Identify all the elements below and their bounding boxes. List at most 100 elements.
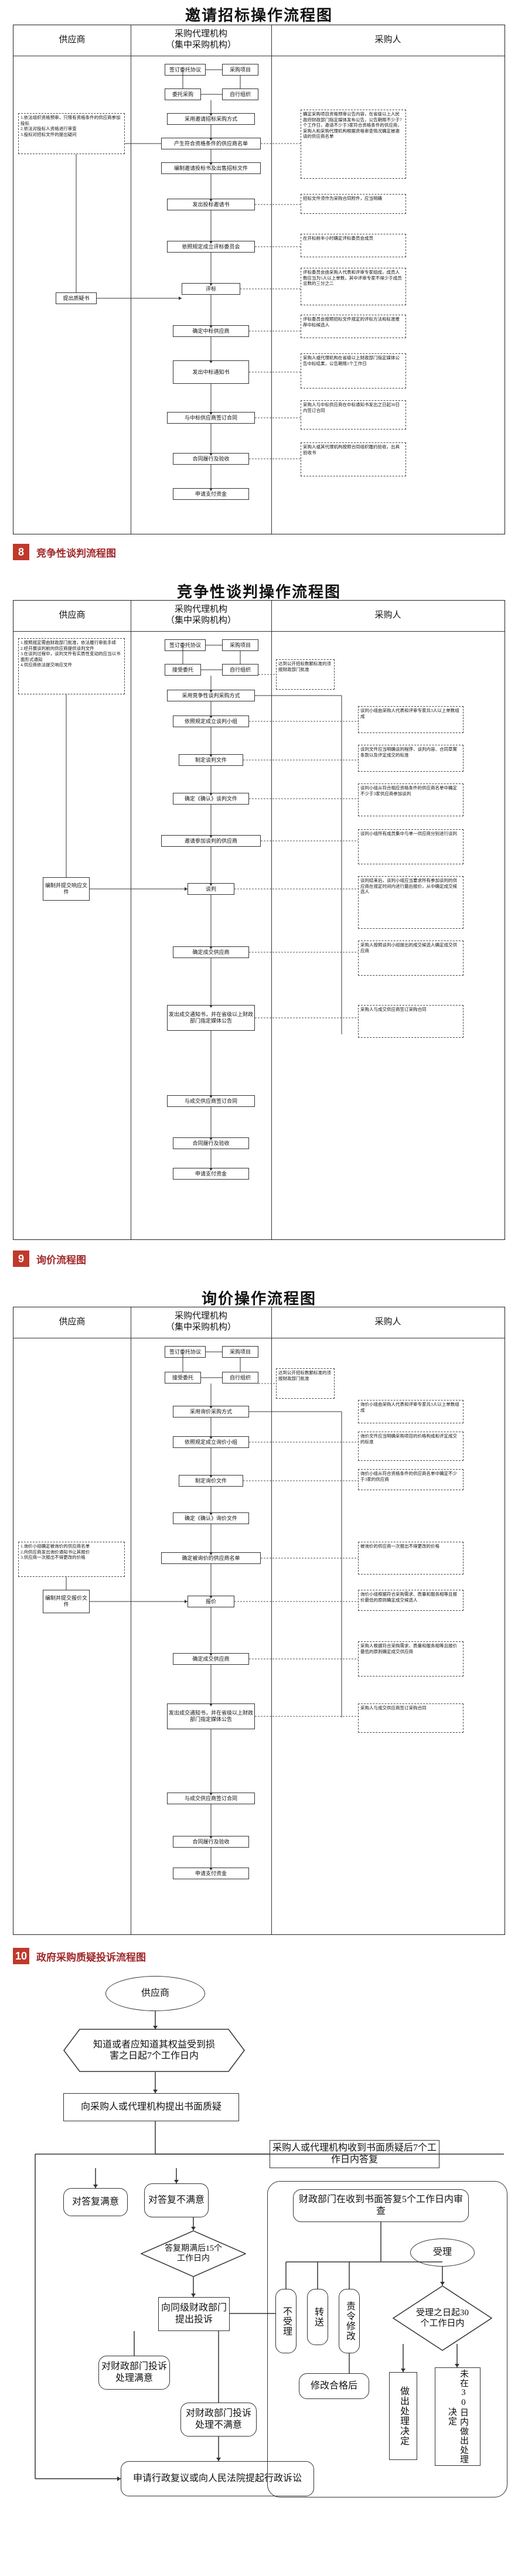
c-finance-group: [267, 2181, 507, 2497]
note-buyer-5: 询价小组根据符合采购需求、质量和服务相等且报价最低的原则确定成交候选人: [358, 1590, 464, 1611]
section-9-label: 询价流程图: [36, 1254, 86, 1266]
col-supplier: 供应商: [59, 35, 86, 45]
note-buyer-3: 询价小组从符合资格条件的供应商名单中确定不少于3家的供应商: [358, 1469, 464, 1490]
note-buyer-1: 谈判小组由采购人代表和评审专家共3人以上单数组成: [358, 706, 464, 733]
col-buyer: 采购人: [374, 611, 401, 620]
c-expire: 答复期满后15个工作日内: [165, 2244, 222, 2263]
box-question: 编制并提交响应文件: [43, 877, 90, 901]
note-buyer-6: 采购人按照谈判小组提出的成交候选人确定成交供应商: [358, 941, 464, 976]
c-lawsuit: 申请行政复议或向人民法院提起行政诉讼: [121, 2461, 314, 2496]
box-quote: 报价: [188, 1596, 234, 1607]
note-buyer-8: 采购人或其代理机构按照合同组织履约验收，出具验收书: [301, 442, 406, 476]
box-sign: 签订委托协议: [165, 64, 206, 76]
inquiry-connectors: [66, 1351, 358, 1870]
c-satisfied: 对答复满意: [63, 2188, 128, 2216]
box-sign: 签订委托协议: [165, 1346, 206, 1358]
note-buyer-7: 采购人与成交供应商签订采购合同: [358, 1005, 464, 1038]
section-10-header: 10 政府采购质疑投诉流程图: [13, 1947, 146, 1965]
col-agency: 采购代理机构 （集中采购机构）: [165, 29, 236, 50]
negotiate-connectors: [66, 645, 358, 1171]
c-deadline: 未在30日内做出处理决定: [435, 2367, 480, 2466]
c-complain: 向同级财政部门提出投诉: [158, 2297, 230, 2331]
invite-flow: 供应商 采购代理机构 （集中采购机构） 采购人 签订委托协议 采购项目 委托采购…: [13, 25, 505, 534]
note-supplier: 1.询价小组确定被询价的供应商名单 2.向供应商发出询价通知书让其报价 3.供应…: [18, 1542, 125, 1577]
note-buyer-4: 谈判小组所有成员集中与单一供应商分别进行谈判: [358, 829, 464, 864]
box-confirm-doc: 确定《确认》谈判文件: [173, 793, 249, 805]
c-after: 受理之日起30个工作日内: [416, 2308, 469, 2328]
section-10-label: 政府采购质疑投诉流程图: [36, 1951, 146, 1963]
c-know: 知道或者应知道其权益受到损害之日起7个工作日内: [93, 2040, 215, 2061]
note-buyer-4: 被询价的供应商一次报出不得更改的价格: [358, 1542, 464, 1575]
section-9-header: 9 询价流程图: [13, 1249, 86, 1268]
note-buyer-1: 询价小组由采购人代表和评审专家共3人以上单数组成: [358, 1400, 464, 1423]
note-supplier: 1.依法组织资格预审，只限有资格条件的供应商参加投标 2.依法对投标人资格进行审…: [18, 113, 125, 154]
inquiry-title: 询价操作流程图: [201, 1290, 316, 1307]
box-entrust: 委托采购: [165, 88, 201, 100]
col-buyer: 采购人: [374, 1317, 401, 1327]
c-question: 向采购人或代理机构提出书面质疑: [63, 2093, 239, 2121]
negotiate-title: 竞争性谈判操作流程图: [176, 584, 341, 601]
c-fin-receive: 财政部门在收到书面答复5个工作日内审查: [293, 2189, 469, 2222]
box-question: 编制并提交报价文件: [43, 1590, 90, 1613]
box-notice: 发出中标通知书: [173, 360, 249, 384]
box-project: 采购项目: [222, 639, 258, 651]
col-supplier: 供应商: [59, 611, 86, 620]
note-buyer-4: 评标委员会由采购人代表和评审专家组成，成员人数应当为5人以上单数，其中评审专家不…: [301, 268, 406, 305]
c-after-diamond: 受理之日起30个工作日内: [393, 2285, 492, 2351]
note-buyer-2: 询价文件应当明确采购项目的价格构成和评定成交的标准: [358, 1432, 464, 1461]
invite-connectors: [76, 69, 301, 491]
note-buyer-7: 采购人与中标供应商在中标通知书发出之日起30日内签订合同: [301, 400, 406, 430]
c-correct: 责令修改: [339, 2289, 360, 2353]
c-decision-unsatisfied: 对财政部门投诉处理不满意: [180, 2403, 257, 2437]
box-self: 自行组织: [222, 1372, 258, 1384]
box-notice: 发出成交通知书，并在省级以上财政部门指定媒体公告: [167, 1703, 255, 1729]
c-transfer: 转送: [307, 2289, 328, 2345]
box-entrust: 接受委托: [165, 664, 201, 676]
c-receive: 采购人或代理机构收到书面质疑后7个工作日内答复: [270, 2140, 439, 2168]
c-accept: 受理: [410, 2238, 475, 2267]
note-buyer-5: 谈判结束后，谈判小组应当要求所有参加谈判的供应商在规定时间内进行最后报价，从中确…: [358, 876, 464, 929]
c-qualified: 修改合格后: [299, 2373, 369, 2399]
section-10-number: 10: [13, 1948, 29, 1964]
c-expire-diamond: 答复期满后15个工作日内: [141, 2230, 246, 2277]
note-supplier: 1.按照规定需由财政部门批准，依法履行审批手续 2.经开展谈判前向供应商提供谈判…: [18, 638, 125, 694]
c-decision: 做出处理决定: [389, 2372, 417, 2460]
note-right-top: 达到公开招标数额标准的须报财政部门批准: [276, 659, 335, 690]
note-buyer-2: 招标文件须作为采购合同附件，应当明确: [301, 194, 406, 214]
col-agency: 采购代理机构 （集中采购机构）: [165, 605, 236, 625]
c-decision-satisfied: 对财政部门投诉处理满意: [98, 2356, 170, 2390]
c-supplier: 供应商: [105, 1976, 205, 2011]
note-buyer-5: 评标委员会按照招标文件规定的评标方法和标准推荐中标候选人: [301, 315, 406, 338]
col-buyer: 采购人: [374, 35, 401, 45]
box-self: 自行组织: [222, 88, 258, 100]
negotiate-flow: 供应商 采购代理机构 （集中采购机构） 采购人 签订委托协议 采购项目 接受委托…: [13, 600, 505, 1240]
note-buyer-7: 采购人与成交供应商签订采购合同: [358, 1703, 464, 1733]
inquiry-flow: 供应商 采购代理机构 （集中采购机构） 采购人 签订委托协议 采购项目 接受委托…: [13, 1307, 505, 1935]
box-self: 自行组织: [222, 664, 258, 676]
c-unsatisfied: 对答复不满意: [144, 2183, 209, 2217]
box-sign: 签订委托协议: [165, 639, 206, 651]
box-project: 采购项目: [222, 1346, 258, 1358]
note-buyer-2: 谈判文件应当明确谈判程序、谈判内容、合同草案条款以及评定成交的标准: [358, 745, 464, 772]
note-buyer-6: 采购人或代理机构在省级以上财政部门指定媒体公告中标结果，公告期限1个工作日: [301, 353, 406, 389]
section-9-number: 9: [13, 1250, 29, 1267]
note-buyer-3: 谈判小组从符合相应资格条件的供应商名单中确定不少于3家供应商参加谈判: [358, 783, 464, 816]
invite-title: 邀请招标操作流程图: [185, 7, 333, 24]
note-buyer-1: 确定采购项目资格预审公告内容，在省级以上人民政府财政部门指定媒体发布公告，公告期…: [301, 110, 406, 179]
section-8-header: 8 竞争性谈判流程图: [13, 543, 116, 561]
note-buyer-3: 在开标前半小时确定评标委员会成员: [301, 234, 406, 257]
box-entrust: 接受委托: [165, 1372, 201, 1384]
box-notice: 发出成交通知书，并在省级以上财政部门指定媒体公告: [167, 1005, 255, 1031]
c-not-accept: 不受理: [275, 2289, 297, 2353]
box-project: 采购项目: [222, 64, 258, 76]
note-right-top: 达到公开招标数额标准的须报财政部门批准: [276, 1368, 335, 1399]
box-accept: 合同履行及验收: [173, 1137, 249, 1149]
c-know-hex: 知道或者应知道其权益受到损害之日起7个工作日内: [63, 2029, 245, 2072]
col-agency: 采购代理机构 （集中采购机构）: [165, 1311, 236, 1332]
col-supplier: 供应商: [59, 1317, 86, 1327]
section-8-number: 8: [13, 544, 29, 560]
note-buyer-6: 采购人根据符合采购需求、质量和服务相等且报价最低的原则确定成交供应商: [358, 1641, 464, 1677]
box-question: 提出质疑书: [56, 292, 97, 304]
section-8-label: 竞争性谈判流程图: [36, 547, 116, 559]
